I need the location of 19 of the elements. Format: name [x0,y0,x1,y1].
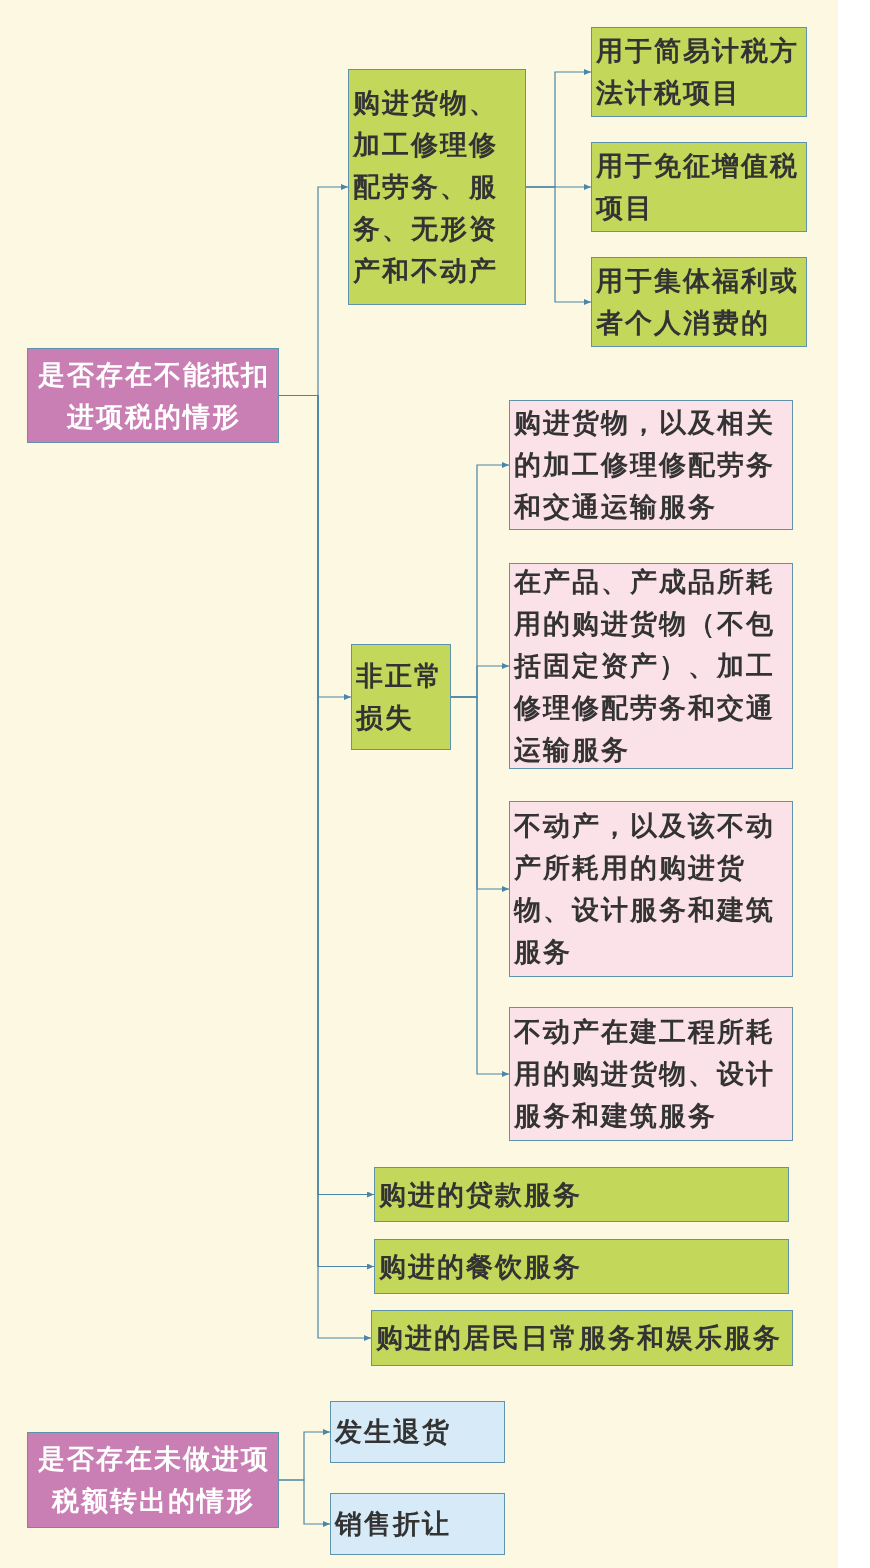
arrow [450,696,510,1077]
leaf-box: 购进的餐饮服务 [374,1239,789,1294]
branch-box: 购进货物、加工修理修配劳务、服务、无形资产和不动产 [348,69,526,305]
leaf-box: 购进货物，以及相关的加工修理修配劳务和交通运输服务 [509,400,793,530]
branch-box: 非正常损失 [351,644,451,750]
leaf-box: 用于集体福利或者个人消费的 [591,257,807,347]
leaf-box: 购进的居民日常服务和娱乐服务 [371,1310,793,1366]
leaf-box: 不动产在建工程所耗用的购进货物、设计服务和建筑服务 [509,1007,793,1141]
arrow [525,186,592,305]
leaf-box: 用于简易计税方法计税项目 [591,27,807,117]
leaf-box: 购进的贷款服务 [374,1167,789,1222]
leaf-box: 发生退货 [330,1401,505,1463]
root-box: 是否存在不能抵扣进项税的情形 [27,348,279,443]
leaf-box: 用于免征增值税项目 [591,142,807,232]
leaf-box: 不动产，以及该不动产所耗用的购进货物、设计服务和建筑服务 [509,801,793,977]
arrow [278,1479,331,1527]
root-box: 是否存在未做进项税额转出的情形 [27,1432,279,1528]
leaf-box: 在产品、产成品所耗用的购进货物（不包括固定资产）、加工修理修配劳务和交通运输服务 [509,563,793,769]
leaf-box: 销售折让 [330,1493,505,1555]
